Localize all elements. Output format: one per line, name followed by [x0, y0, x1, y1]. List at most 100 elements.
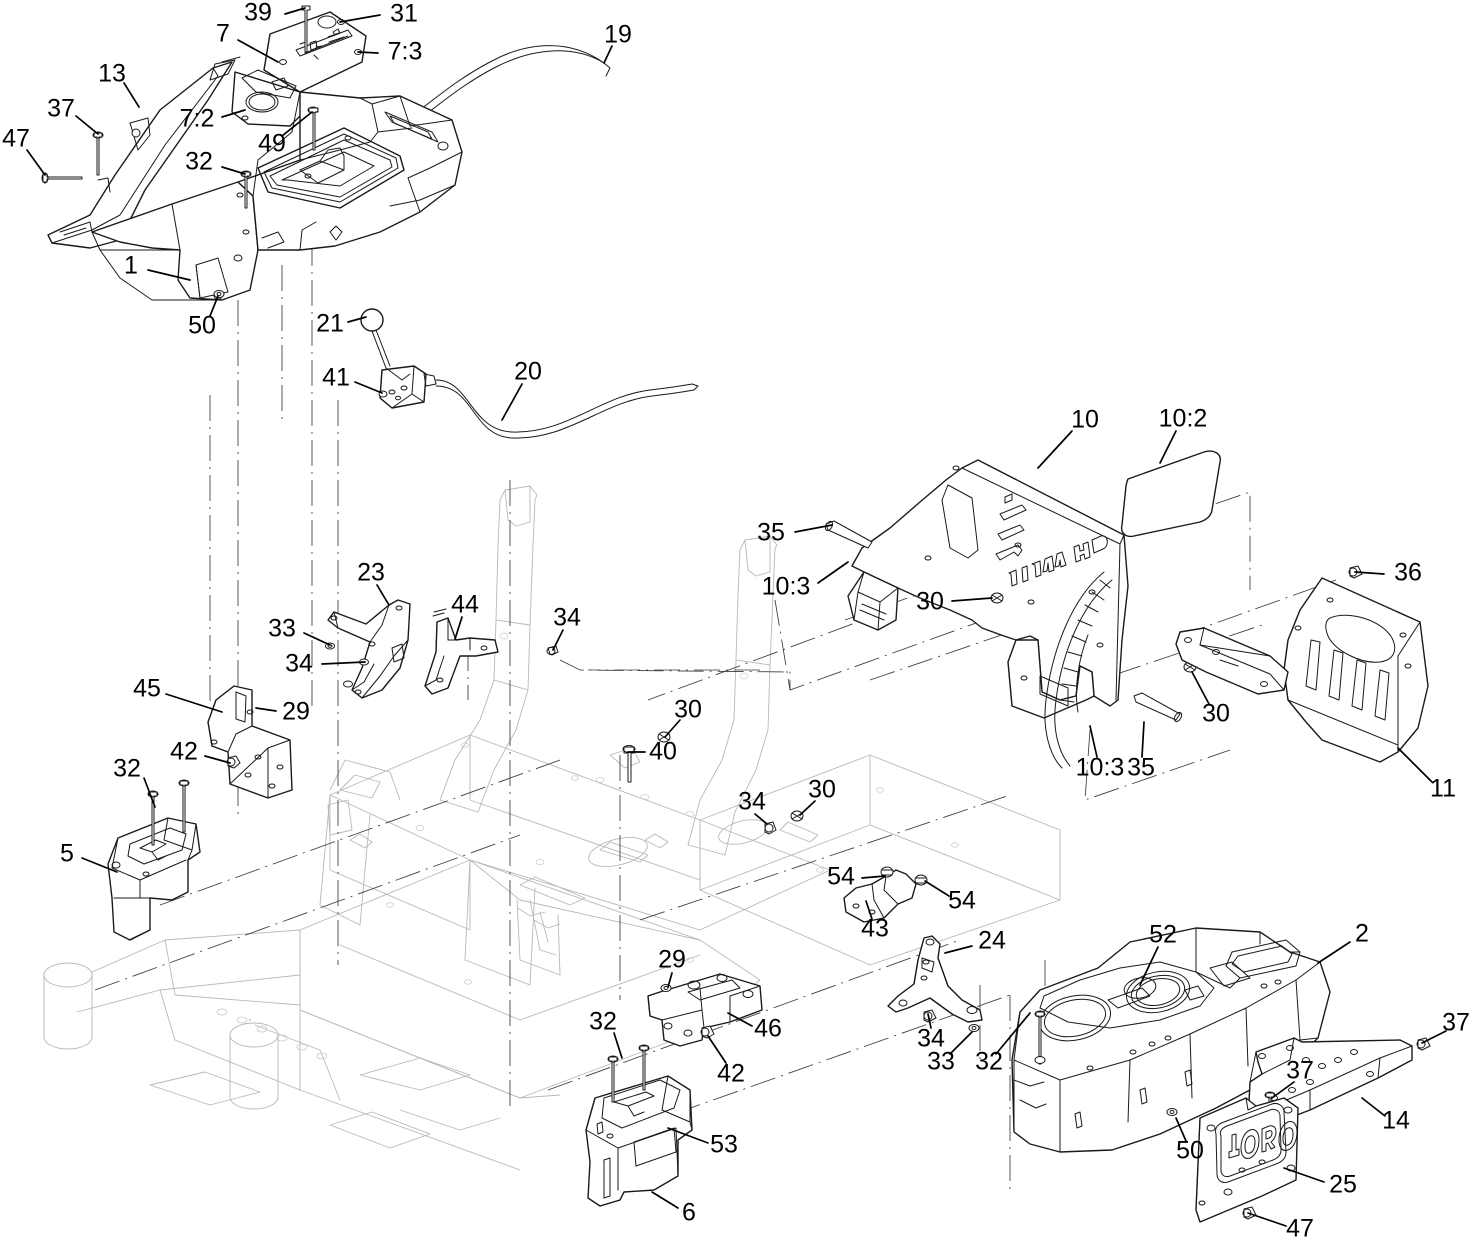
callout-number: 33	[268, 615, 296, 643]
part-21-lever-knob	[360, 308, 391, 369]
callout-number: 30	[1202, 700, 1230, 728]
callout-number: 10:3	[762, 573, 811, 601]
callout-number: 19	[604, 21, 632, 49]
callout-29: 29	[255, 698, 310, 726]
callout-number: 43	[861, 915, 889, 943]
leader-line	[794, 524, 833, 533]
callout-number: 54	[827, 863, 855, 891]
callout-32: 32	[589, 1008, 623, 1059]
leader-line	[817, 561, 849, 584]
callout-49: 49	[258, 111, 313, 158]
callout-30: 30	[916, 588, 993, 616]
part-44-bracket	[424, 608, 559, 695]
callout-1: 1	[124, 252, 191, 281]
part-25-toro-decal-plate	[1195, 1097, 1299, 1223]
callout-number: 35	[757, 519, 785, 547]
part-43-pedal-bracket	[843, 866, 928, 923]
callout-42: 42	[170, 738, 231, 766]
callout-25: 25	[1283, 1167, 1357, 1199]
callout-30: 30	[1191, 671, 1230, 728]
callout-number: 2	[1355, 920, 1369, 948]
leader-line	[204, 755, 231, 764]
callout-number: 42	[717, 1060, 745, 1088]
part-2-console-shroud	[1011, 927, 1331, 1153]
callout-10-3: 10:3	[762, 561, 849, 601]
fastener-group-top	[41, 5, 319, 298]
callout-number: 32	[589, 1008, 617, 1036]
leader-line	[165, 693, 223, 713]
callout-number: 35	[1127, 754, 1155, 782]
callout-number: 10:2	[1159, 405, 1208, 433]
callout-33: 33	[268, 615, 331, 646]
callout-number: 11	[1430, 775, 1456, 803]
leader-line	[799, 800, 816, 816]
callout-50: 50	[188, 295, 219, 340]
part-6-step-cover	[585, 1044, 693, 1207]
callout-number: 41	[322, 364, 350, 392]
callout-30: 30	[664, 696, 702, 738]
leader-line	[143, 777, 156, 808]
part-19-control-cable	[407, 45, 611, 125]
fastener-34-center	[764, 821, 777, 835]
leader-line	[1141, 721, 1145, 758]
leader-line	[667, 1127, 709, 1144]
callout-number: 10:3	[1076, 754, 1125, 782]
callout-number: 23	[357, 559, 385, 587]
leader-line	[237, 39, 279, 63]
leader-line	[944, 945, 973, 954]
leader-line	[376, 584, 390, 606]
callout-31: 31	[339, 0, 418, 28]
leader-line	[354, 381, 383, 394]
callout-47: 47	[1247, 1212, 1314, 1243]
callout-24: 24	[944, 927, 1006, 955]
callout-54: 54	[924, 880, 976, 915]
callout-30: 30	[799, 776, 836, 816]
callout-number: 42	[170, 738, 198, 766]
part-23-bracket	[325, 599, 411, 699]
callout-34: 34	[738, 788, 768, 825]
leader-line	[221, 109, 246, 118]
part-5-left-cover	[107, 817, 201, 941]
leader-line	[552, 629, 564, 651]
callout-number: 32	[975, 1048, 1003, 1076]
leader-line	[865, 900, 873, 920]
callout-number: 30	[808, 776, 836, 804]
callout-number: 31	[390, 0, 418, 28]
callout-number: 54	[948, 887, 976, 915]
callout-29: 29	[658, 946, 686, 988]
leader-line	[727, 1012, 753, 1027]
callout-35: 35	[1127, 721, 1155, 782]
titan-hd-stamped-logo	[995, 493, 1108, 587]
part-10-2-decal	[1120, 450, 1221, 538]
leader-line	[321, 661, 366, 665]
callout-47: 47	[2, 125, 46, 176]
callout-number: 24	[978, 927, 1006, 955]
part-7-control-panel	[263, 11, 367, 93]
callout-number: 36	[1394, 559, 1422, 587]
callout-50: 50	[1175, 1117, 1204, 1165]
leader-line	[1037, 430, 1073, 469]
leader-line	[75, 115, 99, 135]
callout-number: 32	[113, 755, 141, 783]
callout-number: 50	[1176, 1137, 1204, 1165]
part-11-heat-shield	[1175, 565, 1429, 763]
callout-44: 44	[451, 591, 479, 640]
callout-number: 20	[514, 358, 542, 386]
callout-32: 32	[113, 755, 156, 808]
callout-42: 42	[707, 1035, 745, 1088]
leader-line	[284, 7, 306, 15]
part-10-engine-guard	[847, 459, 1129, 769]
leader-line	[347, 316, 367, 323]
callout-7-2: 7:2	[180, 105, 246, 133]
callout-number: 21	[316, 310, 344, 338]
callout-number: 14	[1382, 1107, 1410, 1135]
callout-number: 10	[1071, 406, 1099, 434]
part-13-fender-rail	[47, 56, 241, 249]
callout-number: 47	[1286, 1215, 1314, 1243]
leader-line	[123, 82, 140, 108]
callout-54: 54	[827, 863, 886, 891]
toro-wordmark	[1228, 1121, 1298, 1159]
leader-line	[995, 1012, 1031, 1055]
